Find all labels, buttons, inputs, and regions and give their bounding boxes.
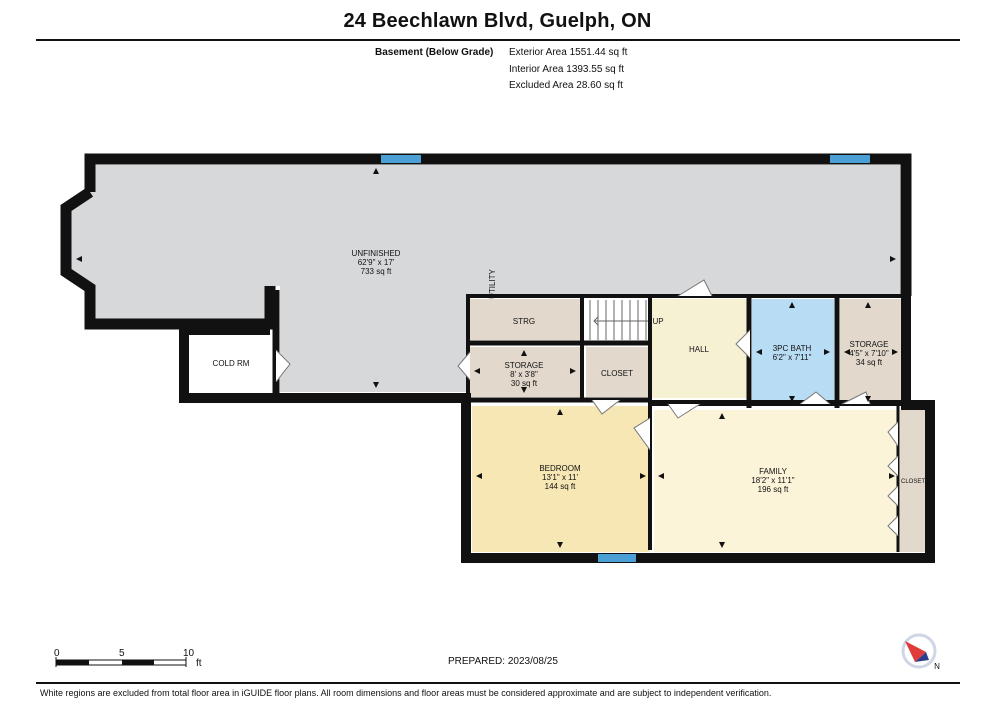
- storage-right-room: [840, 299, 902, 405]
- closet-mid-label: CLOSET: [601, 369, 633, 378]
- hall-room: [652, 299, 748, 398]
- door-closet-right-b: [887, 455, 899, 477]
- bedroom-label: BEDROOM: [539, 464, 581, 473]
- doors: [275, 279, 899, 537]
- scale-five: 5: [119, 648, 125, 659]
- unfinished-area: 733 sq ft: [361, 267, 392, 276]
- bedroom-area: 144 sq ft: [545, 482, 576, 491]
- stairs-up-label: UP: [652, 317, 663, 326]
- window-top-right: [830, 155, 870, 163]
- storage-small-dims: 8' x 3'8": [510, 370, 538, 379]
- scale-bar: [55, 657, 187, 667]
- strg-label: STRG: [513, 317, 535, 326]
- family-room: [654, 410, 900, 552]
- level-name: Basement (Below Grade): [375, 47, 494, 58]
- unfinished-room: [70, 165, 900, 392]
- dimension-markers: [76, 168, 898, 548]
- storage-small-area: 30 sq ft: [511, 379, 538, 388]
- cold-room: [188, 332, 272, 394]
- door-bath: [799, 391, 831, 405]
- door-cold-rm: [275, 349, 291, 383]
- door-bedroom: [633, 417, 651, 451]
- footer-disclaimer: White regions are excluded from total fl…: [40, 688, 772, 698]
- compass-north-label: N: [934, 662, 940, 671]
- compass-icon: N: [901, 633, 940, 671]
- stairs-area: [584, 299, 650, 340]
- scale-ten: 10: [183, 648, 195, 659]
- family-label: FAMILY: [759, 467, 788, 476]
- strg-room: [470, 299, 580, 340]
- bedroom-dims: 13'1" x 11': [542, 473, 578, 482]
- bath-dims: 6'2" x 7'11": [773, 353, 812, 362]
- closet-right-room: [900, 410, 928, 552]
- unfinished-label: UNFINISHED: [352, 249, 401, 258]
- interior-area: Interior Area 1393.55 sq ft: [509, 64, 625, 75]
- title-divider: [36, 39, 960, 41]
- door-storage-small: [457, 351, 471, 381]
- hall-label: HALL: [689, 345, 710, 354]
- closet-mid-room: [586, 347, 650, 397]
- bath-label: 3PC BATH: [773, 344, 812, 353]
- scale-unit: ft: [196, 658, 202, 669]
- bath-room: [752, 299, 834, 405]
- window-top-left: [381, 155, 421, 163]
- bedroom-room: [472, 406, 650, 552]
- unfinished-dims: 62'9" x 17': [358, 258, 395, 267]
- storage-right-dims: 4'5" x 7'10": [849, 349, 889, 358]
- door-closet-right-c: [887, 485, 899, 507]
- footer-divider: [36, 682, 960, 684]
- excluded-area: Excluded Area 28.60 sq ft: [509, 80, 623, 91]
- door-closet-right-d: [887, 515, 899, 537]
- page-title: 24 Beechlawn Blvd, Guelph, ON: [343, 10, 652, 32]
- cold-rm-label: COLD RM: [213, 359, 250, 368]
- storage-right-area: 34 sq ft: [856, 358, 883, 367]
- door-closet-right-a: [887, 421, 899, 447]
- family-dims: 18'2" x 11'1": [751, 476, 794, 485]
- scale-zero: 0: [54, 648, 60, 659]
- exterior-area: Exterior Area 1551.44 sq ft: [509, 47, 628, 58]
- door-closet-mid: [591, 399, 621, 415]
- storage-small-label: STORAGE: [505, 361, 544, 370]
- storage-right-label: STORAGE: [850, 340, 889, 349]
- utility-label: UTILITY: [488, 268, 497, 298]
- window-bedroom: [598, 554, 636, 562]
- prepared-date: PREPARED: 2023/08/25: [448, 656, 558, 667]
- stairs: [589, 300, 648, 340]
- door-hall-top: [677, 279, 713, 297]
- door-hall-left: [735, 329, 751, 359]
- door-hall-bottom: [667, 403, 701, 419]
- windows: [381, 155, 870, 562]
- closet-right-label: CLOSET: [901, 479, 925, 485]
- family-area: 196 sq ft: [758, 485, 789, 494]
